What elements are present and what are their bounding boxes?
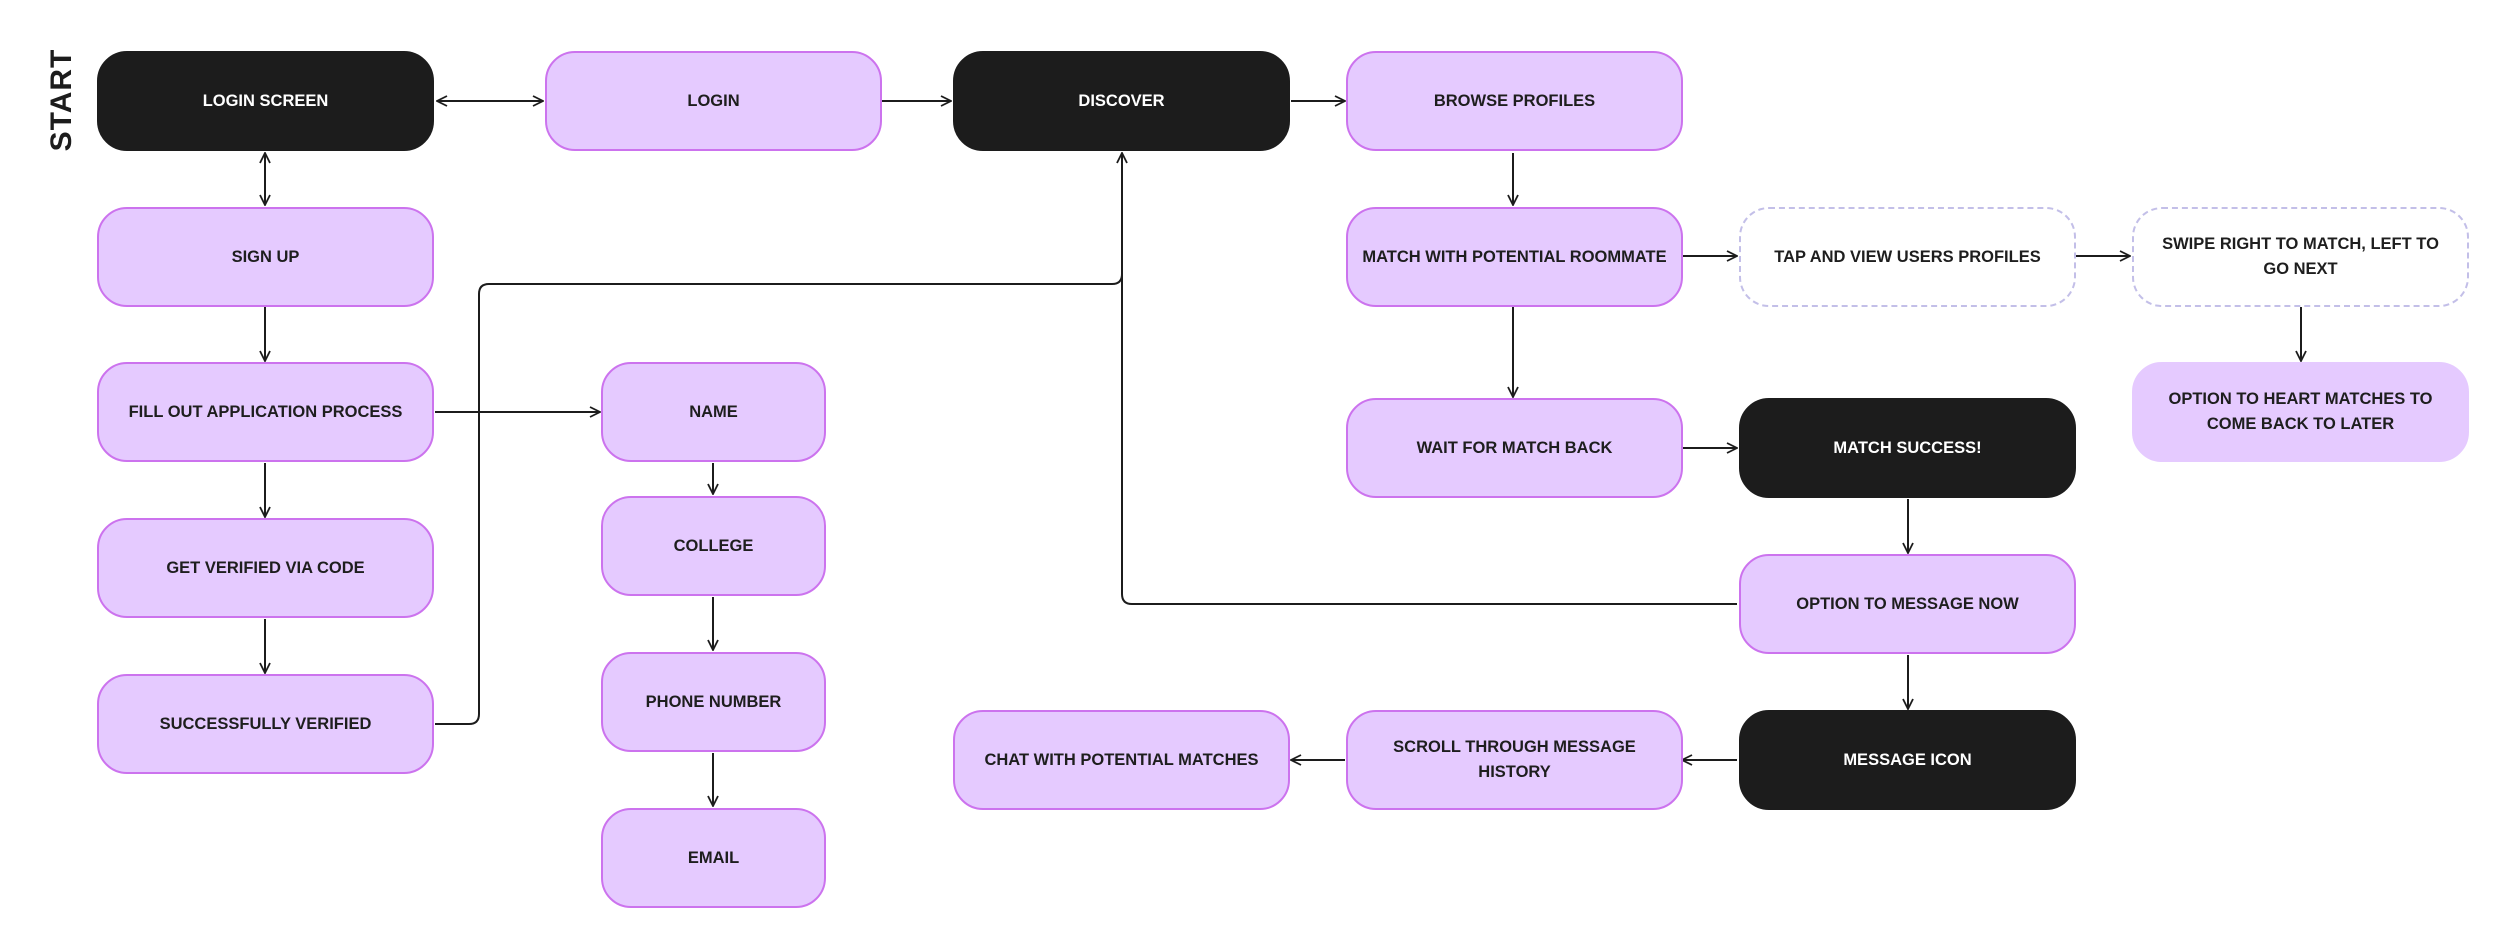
- node-login[interactable]: LOGIN: [545, 51, 882, 151]
- node-successfully-verified[interactable]: SUCCESSFULLY VERIFIED: [97, 674, 434, 774]
- node-name[interactable]: NAME: [601, 362, 826, 462]
- node-email[interactable]: EMAIL: [601, 808, 826, 908]
- node-message-icon[interactable]: MESSAGE ICON: [1739, 710, 2076, 810]
- node-chat-matches[interactable]: CHAT WITH POTENTIAL MATCHES: [953, 710, 1290, 810]
- node-college[interactable]: COLLEGE: [601, 496, 826, 596]
- node-login-screen[interactable]: LOGIN SCREEN: [97, 51, 434, 151]
- node-scroll-history[interactable]: SCROLL THROUGH MESSAGE HISTORY: [1346, 710, 1683, 810]
- node-get-verified[interactable]: GET VERIFIED VIA CODE: [97, 518, 434, 618]
- node-match-roommate[interactable]: MATCH WITH POTENTIAL ROOMMATE: [1346, 207, 1683, 307]
- start-label: START: [45, 48, 78, 152]
- node-option-message[interactable]: OPTION TO MESSAGE NOW: [1739, 554, 2076, 654]
- node-phone-number[interactable]: PHONE NUMBER: [601, 652, 826, 752]
- node-tap-view-profiles[interactable]: TAP AND VIEW USERS PROFILES: [1739, 207, 2076, 307]
- node-wait-match-back[interactable]: WAIT FOR MATCH BACK: [1346, 398, 1683, 498]
- node-sign-up[interactable]: SIGN UP: [97, 207, 434, 307]
- node-swipe[interactable]: SWIPE RIGHT TO MATCH, LEFT TO GO NEXT: [2132, 207, 2469, 307]
- node-fill-application[interactable]: FILL OUT APPLICATION PROCESS: [97, 362, 434, 462]
- node-match-success[interactable]: MATCH SUCCESS!: [1739, 398, 2076, 498]
- node-discover[interactable]: DISCOVER: [953, 51, 1290, 151]
- node-option-heart[interactable]: OPTION TO HEART MATCHES TO COME BACK TO …: [2132, 362, 2469, 462]
- node-browse-profiles[interactable]: BROWSE PROFILES: [1346, 51, 1683, 151]
